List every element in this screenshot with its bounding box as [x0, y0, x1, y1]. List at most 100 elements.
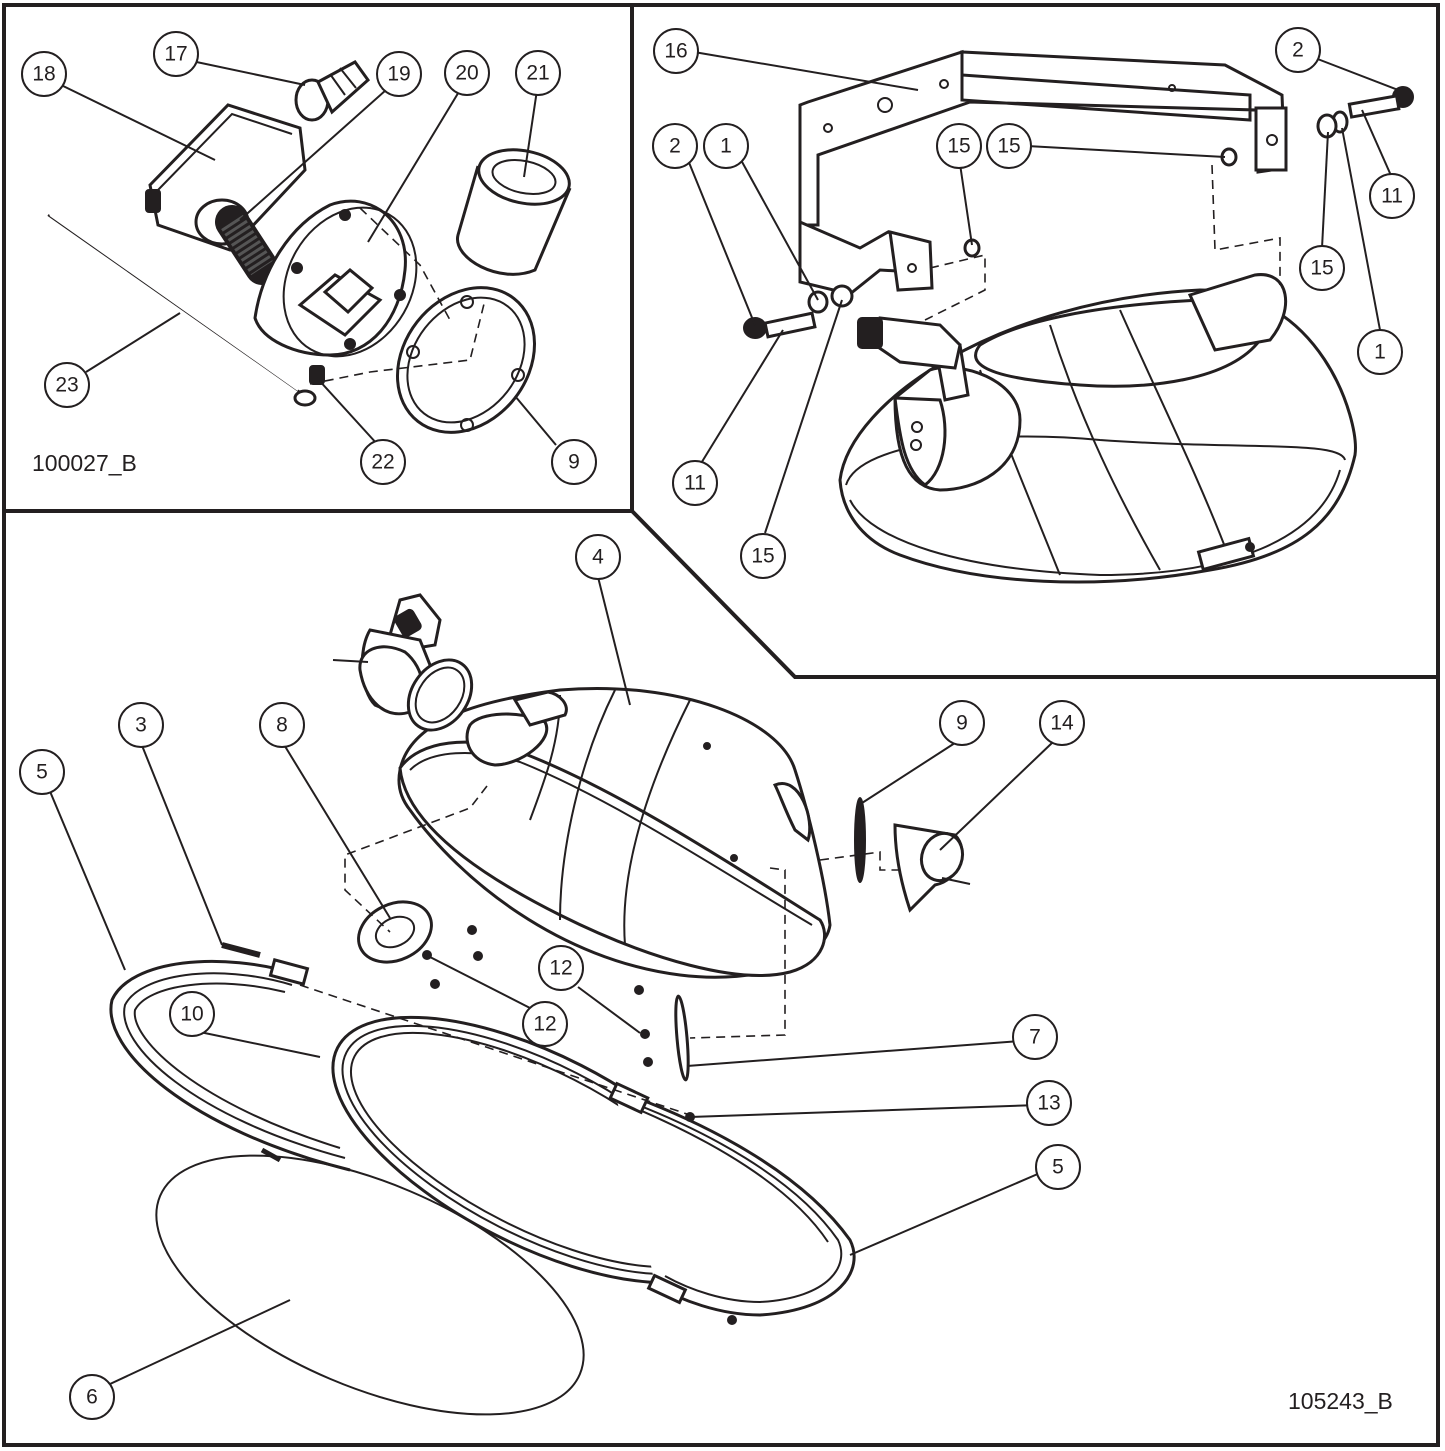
- callout-6: 6: [69, 1374, 115, 1420]
- callout-10: 10: [169, 991, 215, 1037]
- svg-text:15: 15: [997, 135, 1020, 158]
- svg-text:3: 3: [135, 714, 147, 737]
- svg-text:18: 18: [32, 63, 55, 86]
- inset-yoke-assembly: [743, 49, 1414, 584]
- callout-11-right: 11: [1369, 173, 1415, 219]
- svg-text:17: 17: [164, 43, 187, 66]
- svg-text:5: 5: [36, 761, 48, 784]
- callout-9-main: 9: [939, 700, 985, 746]
- svg-text:19: 19: [387, 63, 410, 86]
- leader-lines: [48, 51, 1399, 1385]
- svg-text:2: 2: [1292, 39, 1304, 62]
- part-hardware-left: [743, 238, 981, 339]
- part-gasket-end: [854, 797, 866, 883]
- part-clamp-ring-right: [608, 1081, 856, 1325]
- drawing-number-inset: 100027_B: [32, 450, 137, 476]
- part-cable-connector: [294, 60, 371, 122]
- svg-text:12: 12: [549, 957, 572, 980]
- callout-4: 4: [575, 534, 621, 580]
- clamp-centerline: [299, 984, 691, 1116]
- callout-15-a: 15: [936, 123, 982, 169]
- callout-17: 17: [153, 31, 199, 77]
- svg-text:8: 8: [276, 714, 288, 737]
- callout-3: 3: [118, 702, 164, 748]
- svg-text:22: 22: [371, 451, 394, 474]
- svg-text:20: 20: [455, 62, 478, 85]
- svg-text:13: 13: [1037, 1092, 1060, 1115]
- svg-text:21: 21: [526, 62, 549, 85]
- part-ground-wire: [47, 214, 317, 407]
- callout-5-left: 5: [19, 749, 65, 795]
- callout-20: 20: [444, 50, 490, 96]
- svg-text:11: 11: [1381, 185, 1403, 208]
- svg-text:5: 5: [1052, 1156, 1064, 1179]
- callout-5-right: 5: [1035, 1144, 1081, 1190]
- svg-text:4: 4: [592, 546, 604, 569]
- svg-text:15: 15: [1310, 257, 1333, 280]
- callout-7: 7: [1012, 1014, 1058, 1060]
- part-reflector-housing-assembled: [838, 273, 1357, 584]
- svg-text:14: 14: [1050, 712, 1074, 735]
- part-electrical-housing-exploded: [332, 593, 474, 732]
- svg-text:9: 9: [568, 451, 580, 474]
- part-yoke-bracket: [798, 49, 1288, 296]
- callout-15-b: 15: [986, 123, 1032, 169]
- callout-21: 21: [515, 50, 561, 96]
- callout-23: 23: [44, 362, 90, 408]
- part-gasket-small: [674, 994, 690, 1082]
- callout-8: 8: [259, 702, 305, 748]
- housing-centerline-left: [344, 785, 488, 933]
- svg-text:6: 6: [86, 1386, 98, 1409]
- svg-text:7: 7: [1029, 1026, 1041, 1049]
- svg-text:16: 16: [664, 40, 687, 63]
- callout-1-left: 1: [703, 123, 749, 169]
- callout-12-b: 12: [522, 1001, 568, 1047]
- svg-text:1: 1: [720, 135, 732, 158]
- callout-15-c: 15: [1299, 245, 1345, 291]
- callout-19: 19: [376, 51, 422, 97]
- svg-text:9: 9: [956, 712, 968, 735]
- svg-text:15: 15: [947, 135, 970, 158]
- svg-text:11: 11: [684, 472, 706, 495]
- callout-14: 14: [1039, 700, 1085, 746]
- part-screws: [422, 925, 653, 1067]
- part-housing-base: [253, 199, 418, 358]
- part-end-cap: [893, 823, 971, 913]
- callout-22: 22: [360, 439, 406, 485]
- inset-electrical-housing: [47, 60, 572, 434]
- main-exploded-fixture: [109, 593, 971, 1416]
- assembly-centerline: [309, 207, 486, 385]
- callout-9-inset: 9: [551, 439, 597, 485]
- part-reflector-housing: [397, 686, 832, 979]
- part-clamp-ring-left: [109, 958, 351, 1172]
- part-gasket-strip: [221, 942, 261, 958]
- svg-text:10: 10: [180, 1003, 203, 1026]
- svg-text:15: 15: [751, 545, 774, 568]
- callout-12-a: 12: [538, 945, 584, 991]
- yoke-centerline: [924, 164, 1281, 321]
- part-lens: [155, 1154, 585, 1416]
- part-lamp-socket: [456, 148, 572, 276]
- callout-13: 13: [1026, 1080, 1072, 1126]
- part-ground-screw: [309, 365, 325, 385]
- inset-right-frame: [630, 509, 1438, 679]
- svg-text:12: 12: [533, 1013, 556, 1036]
- outer-frame: [2, 3, 1440, 1447]
- callout-11-left: 11: [672, 460, 718, 506]
- panel-frames: [2, 3, 1440, 1447]
- callout-2-right: 2: [1275, 27, 1321, 73]
- callout-18: 18: [21, 51, 67, 97]
- svg-text:2: 2: [669, 135, 681, 158]
- callout-1-right: 1: [1357, 329, 1403, 375]
- part-mounting-plate: [357, 900, 433, 964]
- part-flex-conduit: [215, 205, 279, 285]
- svg-text:1: 1: [1374, 341, 1386, 364]
- callout-2-left: 2: [652, 123, 698, 169]
- housing-centerline-right: [689, 851, 900, 1039]
- callout-balloons: 17 18 19 20 21 23 22 9 16 2 2 1 15 15 11…: [19, 27, 1415, 1420]
- svg-text:23: 23: [55, 374, 78, 397]
- part-junction-box: [145, 103, 307, 252]
- callout-15-d: 15: [740, 533, 786, 579]
- drawing-number-main: 105243_B: [1288, 1388, 1393, 1414]
